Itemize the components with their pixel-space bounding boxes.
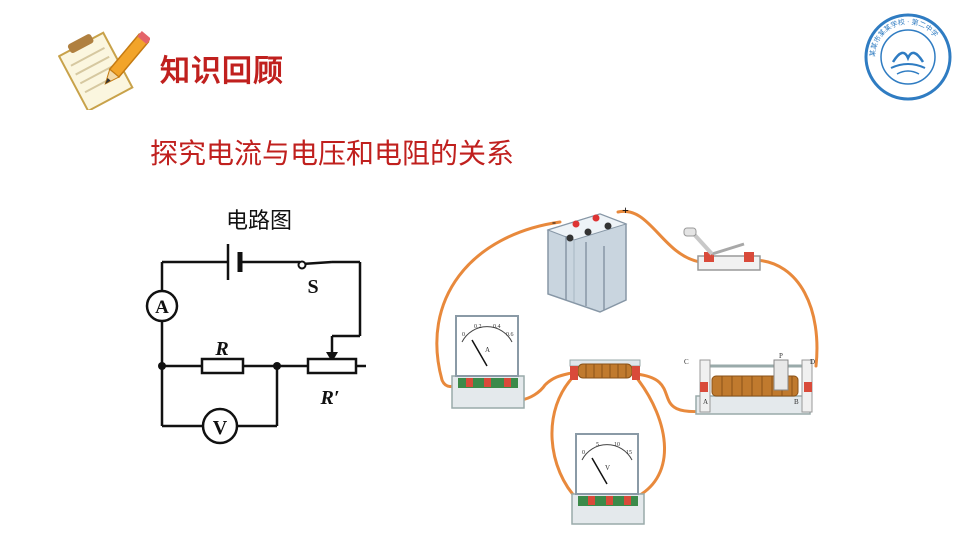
page-title: 知识回顾 xyxy=(160,54,284,89)
junction-dot xyxy=(273,362,281,370)
rheostat-terminal-label: A xyxy=(703,398,708,406)
voltmeter-scale-tick: 0 xyxy=(582,450,585,456)
notepad-pencil-icon xyxy=(58,31,150,110)
rheostat-terminal-label: D xyxy=(810,358,815,366)
voltmeter-device: 0 5 10 15 V xyxy=(571,433,645,525)
switch-label: S xyxy=(307,276,318,298)
voltmeter-scale-tick: 5 xyxy=(596,442,599,448)
apparatus-illustration: - + 0 0.2 0.4 0.6 A xyxy=(435,203,819,525)
circuit-diagram: A V S R R′ xyxy=(145,244,366,445)
ammeter-scale-tick: 0 xyxy=(462,332,465,338)
ammeter-symbol xyxy=(145,289,179,323)
voltmeter-symbol xyxy=(201,407,239,445)
ammeter-scale-tick: 0.2 xyxy=(474,324,482,330)
resistor-symbol xyxy=(200,357,245,375)
battery-terminal xyxy=(584,228,592,236)
rheostat-terminal-label: C xyxy=(684,358,689,366)
voltmeter-face-letter: V xyxy=(605,464,610,472)
rheostat-label: R′ xyxy=(320,387,340,409)
ammeter-letter: A xyxy=(155,297,169,318)
battery-terminal xyxy=(566,234,574,242)
section-subtitle: 探究电流与电压和电阻的关系 xyxy=(150,137,515,170)
battery-pack: - + xyxy=(546,203,629,313)
knife-switch xyxy=(683,227,761,271)
battery-terminal xyxy=(572,220,580,228)
ammeter-device: 0 0.2 0.4 0.6 A xyxy=(451,315,525,409)
battery-plus-label: + xyxy=(622,203,629,217)
rheostat-terminal-label: B xyxy=(794,398,799,406)
battery-minus-label: - xyxy=(552,215,556,229)
slider-arrow xyxy=(326,352,338,362)
junction-dot xyxy=(158,362,166,370)
circuit-diagram-label: 电路图 xyxy=(226,209,293,234)
voltmeter-scale-tick: 10 xyxy=(614,442,620,448)
school-seal-icon: 某某市某某学校 · 第二中学 xyxy=(864,13,952,101)
battery-terminal xyxy=(592,214,600,222)
voltmeter-letter: V xyxy=(213,417,228,439)
ammeter-scale-tick: 0.4 xyxy=(493,324,501,330)
voltmeter-scale-tick: 15 xyxy=(626,450,632,456)
rheostat-symbol xyxy=(306,357,358,375)
sliding-rheostat: C P A B D xyxy=(684,352,815,415)
rheostat-terminal-label: P xyxy=(779,352,783,360)
rheostat-slider xyxy=(773,359,789,391)
ammeter-face-letter: A xyxy=(485,346,490,354)
battery-terminal xyxy=(604,222,612,230)
switch-pivot xyxy=(297,260,307,270)
ammeter-scale-tick: 0.6 xyxy=(506,332,514,338)
resistor-label: R xyxy=(214,338,228,360)
fixed-resistor xyxy=(569,359,641,380)
